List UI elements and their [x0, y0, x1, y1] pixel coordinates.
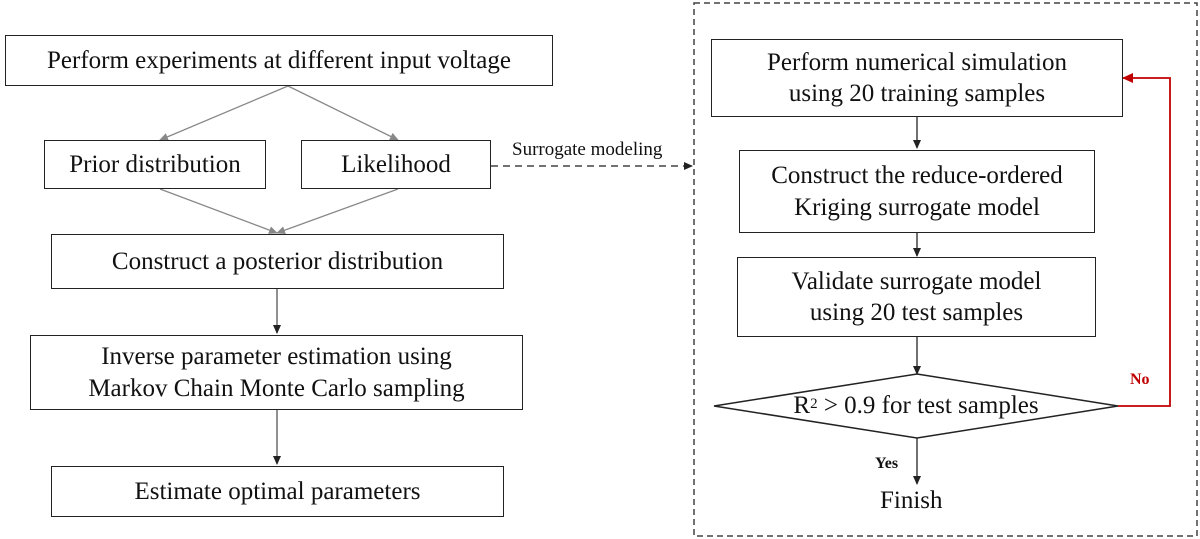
experiments-box: Perform experiments at different input v…: [5, 35, 553, 86]
likelihood-box: Likelihood: [301, 140, 491, 189]
surrogate-modeling-label: Surrogate modeling: [512, 139, 663, 160]
arrow-experiments-to-likelihood: [287, 85, 399, 141]
arrow-likelihood-to-posterior: [276, 188, 399, 235]
arrow-experiments-to-prior: [159, 85, 289, 141]
simulation-line-1: Perform numerical simulation: [767, 48, 1067, 76]
decision-prefix: R: [793, 392, 811, 419]
estimate-text: Estimate optimal parameters: [134, 477, 421, 505]
decision-superscript: 2: [810, 395, 818, 412]
decision-suffix: > 0.9 for test samples: [817, 392, 1039, 419]
construct-line-2: Kriging surrogate model: [794, 193, 1040, 221]
inverse-line-2: Markov Chain Monte Carlo sampling: [88, 374, 465, 402]
validate-line-1: Validate surrogate model: [791, 267, 1042, 295]
posterior-box: Construct a posterior distribution: [51, 234, 504, 289]
inverse-line-1: Inverse parameter estimation using: [101, 343, 452, 371]
yes-label: Yes: [875, 455, 899, 472]
inverse-estimation-box: Inverse parameter estimation using Marko…: [30, 335, 523, 410]
finish-label: Finish: [880, 487, 943, 514]
prior-distribution-box: Prior distribution: [44, 140, 266, 189]
construct-line-1: Construct the reduce-ordered: [771, 162, 1063, 190]
surrogate-boundary: [693, 2, 1198, 537]
no-label: No: [1130, 371, 1150, 388]
prior-distribution-text: Prior distribution: [69, 150, 241, 178]
loop-back-arrow: [1118, 73, 1171, 407]
decision-diamond: [713, 373, 1119, 439]
experiments-text: Perform experiments at different input v…: [47, 46, 511, 74]
construct-kriging-box: Construct the reduce-ordered Kriging sur…: [739, 150, 1095, 233]
simulation-box: Perform numerical simulation using 20 tr…: [711, 39, 1123, 117]
validate-line-2: using 20 test samples: [809, 299, 1024, 326]
estimate-parameters-box: Estimate optimal parameters: [51, 466, 504, 517]
likelihood-text: Likelihood: [341, 150, 451, 178]
posterior-text: Construct a posterior distribution: [111, 247, 444, 275]
validate-box: Validate surrogate model using 20 test s…: [737, 257, 1096, 337]
simulation-line-2: using 20 training samples: [788, 80, 1046, 107]
arrow-prior-to-posterior: [159, 188, 278, 234]
